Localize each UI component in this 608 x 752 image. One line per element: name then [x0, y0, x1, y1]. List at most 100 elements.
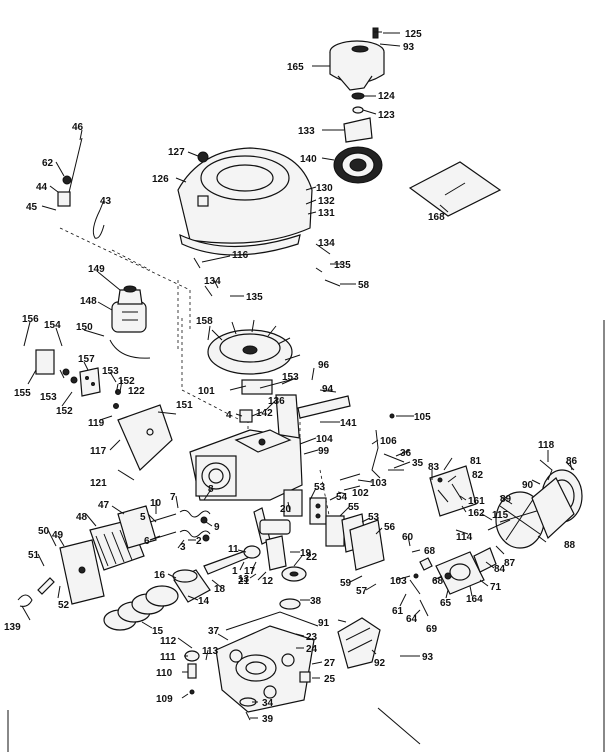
label-36: 36 — [400, 448, 412, 459]
label-106: 106 — [380, 436, 397, 447]
label-135-upper: 135 — [334, 260, 351, 271]
label-69: 69 — [426, 624, 438, 635]
label-23: 23 — [306, 632, 318, 643]
governor-linkage — [339, 413, 405, 491]
label-49: 49 — [52, 530, 64, 541]
label-162: 162 — [468, 508, 485, 519]
label-14: 14 — [198, 596, 210, 607]
label-22: 22 — [306, 552, 318, 563]
label-158: 158 — [196, 316, 213, 327]
label-59: 59 — [340, 578, 352, 589]
label-25: 25 — [324, 674, 336, 685]
label-132: 132 — [318, 196, 335, 207]
label-34: 34 — [262, 698, 274, 709]
label-154: 154 — [44, 320, 61, 331]
label-111: 111 — [160, 652, 176, 663]
label-127: 127 — [168, 147, 185, 158]
label-57: 57 — [356, 586, 368, 597]
label-1: 1 — [232, 566, 238, 577]
label-84: 84 — [494, 564, 506, 575]
label-2: 2 — [196, 536, 202, 547]
carburetor — [435, 547, 497, 595]
label-96: 96 — [318, 360, 330, 371]
label-27: 27 — [324, 658, 336, 669]
label-8: 8 — [208, 484, 214, 495]
label-113: 113 — [202, 646, 219, 657]
part-150-wire — [109, 339, 151, 359]
label-112: 112 — [160, 636, 177, 647]
part-24-crankcase-cover — [215, 625, 315, 713]
label-12: 12 — [262, 576, 274, 587]
label-136: 136 — [268, 396, 285, 407]
label-102: 102 — [352, 488, 369, 499]
label-164: 164 — [466, 594, 483, 605]
label-103: 103 — [370, 478, 387, 489]
label-90: 90 — [522, 480, 534, 491]
washers-153-152 — [62, 368, 121, 409]
label-62: 62 — [42, 158, 54, 169]
label-17: 17 — [244, 566, 256, 577]
label-153-c: 153 — [282, 372, 299, 383]
label-139: 139 — [4, 622, 21, 633]
part-47-gasket — [117, 505, 157, 549]
label-126: 126 — [152, 174, 169, 185]
label-122: 122 — [128, 386, 145, 397]
label-94: 94 — [322, 384, 334, 395]
part-155-plate — [35, 349, 55, 375]
label-4: 4 — [226, 410, 232, 421]
label-91: 91 — [318, 618, 330, 629]
label-153-a: 153 — [102, 366, 119, 377]
flywheel — [207, 319, 301, 375]
label-64: 64 — [406, 614, 418, 625]
label-148: 148 — [80, 296, 97, 307]
label-43: 43 — [100, 196, 112, 207]
label-110: 110 — [156, 668, 173, 679]
label-152-a: 152 — [118, 376, 135, 387]
label-114: 114 — [456, 532, 473, 543]
label-13: 13 — [238, 574, 250, 585]
label-51: 51 — [28, 550, 40, 561]
label-156: 156 — [22, 314, 39, 325]
leader-lines — [21, 32, 573, 719]
label-152-b: 152 — [56, 406, 73, 417]
label-46: 46 — [72, 122, 84, 133]
label-71: 71 — [490, 582, 502, 593]
label-83: 83 — [428, 462, 440, 473]
part-168-manual — [408, 161, 502, 217]
label-89: 89 — [500, 494, 512, 505]
part-92-muffler — [337, 617, 381, 669]
part-94-bar — [297, 395, 351, 419]
edge-marks — [7, 320, 605, 752]
label-11: 11 — [228, 544, 239, 555]
part-157-plate — [79, 367, 101, 397]
part-133-bracket — [343, 117, 373, 143]
label-93-b: 93 — [422, 652, 434, 663]
label-121: 121 — [90, 478, 107, 489]
part-140-filter — [333, 146, 383, 184]
label-117: 117 — [90, 446, 107, 457]
label-115: 115 — [492, 510, 509, 521]
label-81: 81 — [470, 456, 482, 467]
label-151: 151 — [176, 400, 193, 411]
label-50: 50 — [38, 526, 50, 537]
part-53-54 — [309, 497, 327, 525]
label-21: 21 — [238, 576, 250, 587]
callout-labels: 125 93 165 124 123 133 46 62 44 45 43 12… — [4, 29, 578, 725]
label-155: 155 — [14, 388, 31, 399]
part-126-blower-housing — [177, 147, 313, 256]
label-141: 141 — [340, 418, 357, 429]
label-104: 104 — [316, 434, 333, 445]
label-37: 37 — [208, 626, 220, 637]
label-68-a: 68 — [424, 546, 436, 557]
screws — [193, 31, 382, 297]
part-117-bracket — [117, 404, 173, 472]
label-92: 92 — [374, 658, 386, 669]
label-130: 130 — [316, 183, 333, 194]
label-7: 7 — [170, 492, 176, 503]
air-cleaner — [487, 469, 583, 549]
label-105: 105 — [414, 412, 431, 423]
label-19: 19 — [300, 548, 312, 559]
label-9: 9 — [214, 522, 220, 533]
label-60: 60 — [402, 532, 414, 543]
label-5: 5 — [140, 512, 146, 523]
